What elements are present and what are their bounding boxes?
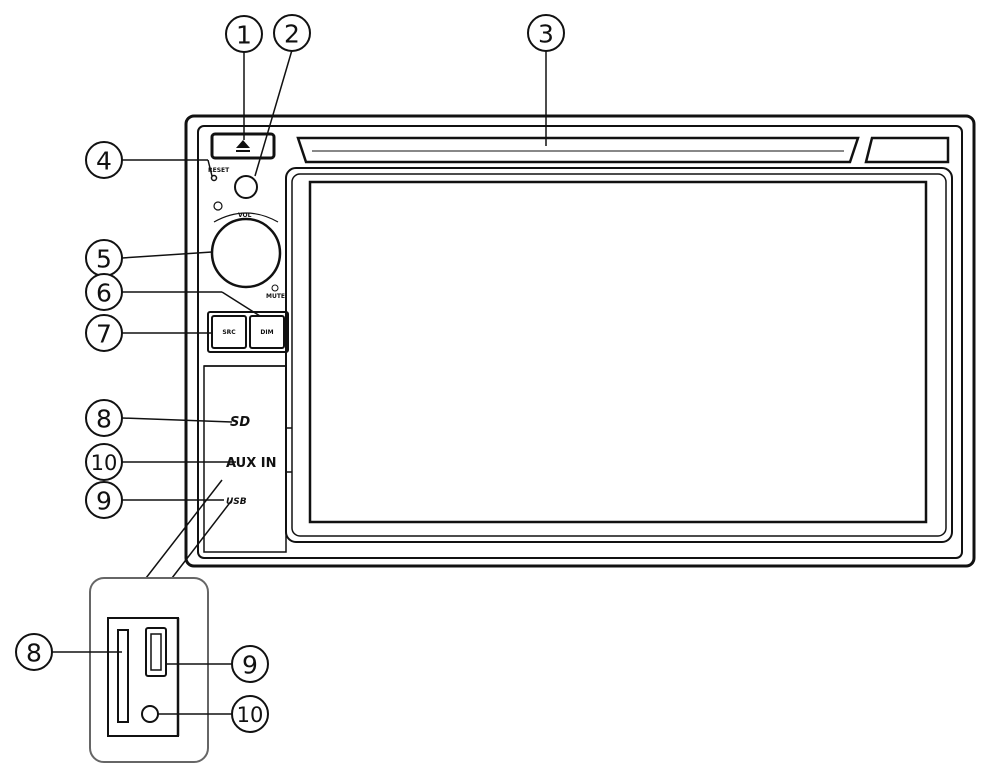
front-panel-cover[interactable]	[203, 365, 287, 553]
callout-8	[85, 399, 123, 437]
sd-logo: SD	[230, 415, 250, 430]
power-icon	[213, 201, 223, 211]
disc-slot	[296, 136, 860, 164]
callout-3-label: 3	[538, 20, 554, 49]
eject-button[interactable]	[210, 132, 276, 160]
head-unit-bezel	[197, 125, 963, 559]
vol-arc	[213, 212, 279, 223]
reset-hole[interactable]	[210, 174, 218, 182]
button-group	[207, 311, 289, 353]
callout-10	[85, 443, 123, 481]
callout-2	[273, 14, 311, 52]
callout-3	[527, 14, 565, 52]
callout-4	[85, 141, 123, 179]
aux-in-logo: AUX IN	[226, 456, 276, 471]
ir-sensor-window	[864, 136, 950, 164]
callout-1-label: 1	[236, 21, 252, 50]
head-unit-chassis	[184, 114, 976, 568]
aux-jack[interactable]	[141, 705, 159, 723]
callout-8-zoom-label: 8	[26, 639, 42, 668]
callout-8-label: 8	[96, 405, 112, 434]
vol-label: VOL	[238, 212, 252, 219]
callout-4-label: 4	[96, 147, 112, 176]
reset-label: RESET	[208, 167, 230, 174]
callout-6	[85, 273, 123, 311]
callout-10-zoom	[231, 695, 269, 733]
dim-button-label: DIM	[260, 329, 273, 336]
eject-icon	[236, 140, 250, 148]
mute-icon	[271, 284, 279, 292]
usb-logo: USB	[226, 497, 247, 507]
callout-8-zoom	[15, 633, 53, 671]
callout-7-label: 7	[96, 320, 112, 349]
screen-frame	[285, 167, 953, 543]
callout-9	[85, 481, 123, 519]
round-button[interactable]	[234, 175, 258, 199]
callout-9-zoom	[231, 645, 269, 683]
callout-7	[85, 314, 123, 352]
callout-10-label: 10	[91, 451, 118, 475]
touch-screen[interactable]	[308, 180, 928, 524]
src-button-label: SRC	[222, 329, 236, 336]
volume-knob[interactable]	[210, 217, 282, 289]
callout-5-label: 5	[96, 245, 112, 274]
dim-button[interactable]	[249, 315, 285, 349]
callout-9-label: 9	[96, 487, 112, 516]
callout-10-zoom-label: 10	[237, 703, 264, 727]
sd-card-slot[interactable]	[117, 629, 129, 723]
callout-1	[225, 15, 263, 53]
src-button[interactable]	[211, 315, 247, 349]
zoom-callout-box	[89, 577, 209, 763]
mute-label: MUTE	[266, 293, 285, 300]
callout-2-label: 2	[284, 20, 300, 49]
callout-6-label: 6	[96, 279, 112, 308]
usb-port[interactable]	[145, 627, 167, 677]
callout-9-zoom-label: 9	[242, 651, 258, 680]
